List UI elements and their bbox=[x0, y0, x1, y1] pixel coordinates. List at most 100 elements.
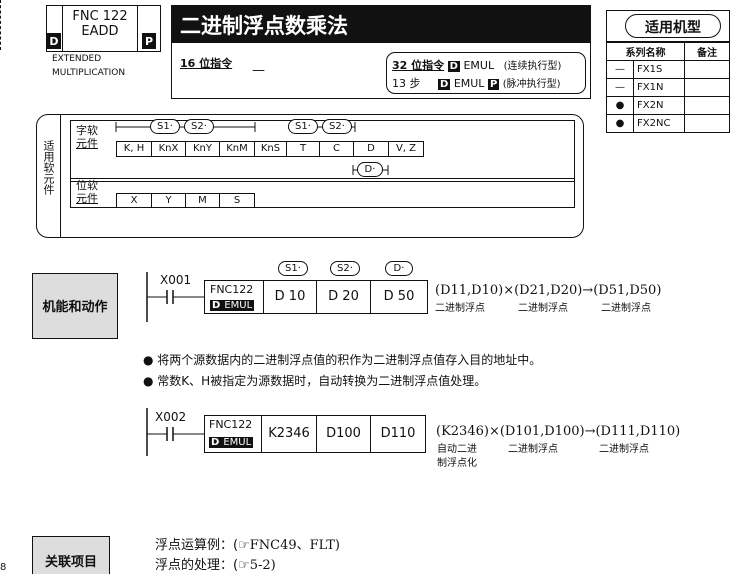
operand-s2-label: S2· bbox=[330, 261, 360, 276]
devices-panel bbox=[36, 114, 584, 238]
bullet-2: ● 常数K、H被指定为源数据时，自动转换为二进制浮点值处理。 bbox=[143, 372, 486, 389]
instr32-steps: 13 步 bbox=[392, 77, 421, 90]
func-section-label: 机能和动作 bbox=[42, 300, 108, 315]
model-note bbox=[684, 114, 730, 133]
word-cell: V, Z bbox=[388, 141, 424, 157]
instr32-name2: EMUL bbox=[453, 77, 485, 90]
func-section-label-box bbox=[32, 273, 118, 339]
formula-2-note-a1: 自动二进 bbox=[437, 444, 477, 455]
operand-box: D110 bbox=[370, 415, 426, 453]
fnc-label-2: FNC122 bbox=[209, 418, 253, 431]
instr32-name1: EMUL bbox=[463, 59, 495, 72]
related-prefix-2: 浮点的处理：( bbox=[155, 558, 239, 573]
page-title: 二进制浮点数乘法 bbox=[180, 14, 348, 38]
related-prefix-1: 浮点运算例：( bbox=[155, 538, 239, 553]
formula-2: (K2346)×(D101,D100)→(D111,D110) bbox=[436, 424, 681, 439]
left-d-tag: D bbox=[47, 33, 61, 49]
bullet-1: ● 将两个源数据内的二进制浮点值的积作为二进制浮点值存入目的地址中。 bbox=[143, 351, 541, 368]
word-label-1: 字软 bbox=[76, 124, 98, 137]
related-label-box bbox=[32, 536, 110, 574]
bit-cell: S bbox=[219, 193, 255, 208]
instr32-line1: 32 位指令 D EMUL (连续执行型) bbox=[392, 57, 561, 73]
related-ref-1[interactable]: FNC49、FLT) bbox=[249, 538, 340, 553]
formula-1: (D11,D10)×(D21,D20)→(D51,D50) bbox=[435, 283, 662, 298]
pointing-hand-icon: ☞ bbox=[238, 558, 250, 573]
formula-2-note-b: 二进制浮点 bbox=[508, 444, 558, 455]
formula-2-note-a2: 制浮点化 bbox=[437, 458, 477, 469]
instr32-line2: 13 步 D EMUL P (脉冲执行型) bbox=[392, 75, 561, 91]
operand-box: D 10 bbox=[263, 280, 317, 314]
operand-s1-right: S1· bbox=[288, 119, 318, 134]
word-cell: C bbox=[319, 141, 354, 157]
word-label-2: 元件 bbox=[76, 137, 98, 150]
bit-label-1: 位软 bbox=[76, 179, 98, 192]
models-header-row: 系列名称 备注 bbox=[606, 42, 730, 61]
mnemonic: EADD bbox=[81, 24, 119, 39]
formula-2-note-c: 二进制浮点 bbox=[599, 444, 649, 455]
operand-box: D 50 bbox=[370, 280, 428, 314]
title-box bbox=[171, 5, 591, 99]
instr32-p-tag: P bbox=[487, 79, 500, 90]
operand-d: D· bbox=[357, 162, 383, 177]
models-title-pill bbox=[625, 14, 721, 38]
pointing-hand-icon: ☞ bbox=[238, 538, 250, 553]
devices-side-divider bbox=[60, 114, 61, 238]
model-name: FX2NC bbox=[633, 114, 685, 133]
table-row: ● FX2NC bbox=[606, 114, 730, 133]
operand-s1-top: S1· bbox=[150, 119, 180, 134]
instr32-mode2: (脉冲执行型) bbox=[502, 79, 561, 90]
operand-s1-label: S1· bbox=[278, 261, 308, 276]
bit-label-2: 元件 bbox=[76, 192, 98, 205]
fnc-name: EMUL bbox=[222, 300, 255, 311]
bullet-text: 常数K、H被指定为源数据时，自动转换为二进制浮点值处理。 bbox=[157, 374, 487, 388]
operand-box: D100 bbox=[316, 415, 371, 453]
instr32-mode1: (连续执行型) bbox=[503, 61, 562, 72]
header-dashed-edge bbox=[0, 0, 7, 50]
instr16-value: — bbox=[252, 63, 265, 78]
bullet-dot: ● bbox=[143, 353, 158, 367]
instr32-d-tag-2: D bbox=[438, 79, 451, 90]
fnc-name-2: EMUL bbox=[221, 437, 254, 448]
word-cell: KnY bbox=[185, 141, 220, 157]
word-cell: KnX bbox=[151, 141, 186, 157]
related-line-1: 浮点运算例：(☞FNC49、FLT) bbox=[155, 534, 340, 553]
formula-1-note-a: 二进制浮点 bbox=[435, 303, 485, 314]
page-number: 8 bbox=[0, 562, 7, 573]
word-devices-label: 字软 元件 bbox=[76, 124, 98, 150]
page-title-bar bbox=[172, 6, 590, 43]
related-label: 关联项目 bbox=[44, 555, 97, 570]
table-row: — FX1N bbox=[606, 78, 730, 97]
subtitle-extended: EXTENDED bbox=[52, 54, 102, 64]
operand-d-label: D· bbox=[385, 261, 413, 276]
word-devices-frame bbox=[70, 120, 575, 182]
related-ref-2[interactable]: 5-2) bbox=[249, 558, 276, 573]
related-line-2: 浮点的处理：(☞5-2) bbox=[155, 554, 276, 573]
contact-x002: X002 bbox=[155, 410, 187, 424]
subtitle-multiplication: MULTIPLICATION bbox=[52, 68, 126, 78]
instr32-box bbox=[386, 52, 586, 94]
operand-box: K2346 bbox=[261, 415, 317, 453]
word-cell: D bbox=[353, 141, 389, 157]
right-p-tag: P bbox=[142, 33, 156, 49]
instr32-d-tag: D bbox=[447, 61, 460, 72]
devices-side-label: 适用软元件 bbox=[42, 140, 55, 195]
instr16-label: 16 位指令 bbox=[180, 57, 233, 70]
bit-devices-label: 位软 元件 bbox=[76, 179, 98, 205]
table-row: ● FX2N bbox=[606, 96, 730, 115]
operand-s2-right: S2· bbox=[322, 119, 352, 134]
bit-devices-frame bbox=[70, 178, 575, 208]
bullet-text: 将两个源数据内的二进制浮点值的积作为二进制浮点值存入目的地址中。 bbox=[157, 353, 542, 367]
instr32-label: 32 位指令 bbox=[392, 59, 445, 72]
fnc-d-tag: D bbox=[210, 300, 223, 311]
operand-box: D 20 bbox=[316, 280, 371, 314]
fnc-label: FNC122 bbox=[210, 283, 254, 296]
fnc-code: FNC 122 bbox=[72, 9, 128, 24]
formula-1-note-b: 二进制浮点 bbox=[518, 303, 568, 314]
fnc-inner-box bbox=[62, 5, 138, 52]
models-title: 适用机型 bbox=[645, 20, 701, 36]
formula-1-note-c: 二进制浮点 bbox=[601, 303, 651, 314]
models-table: 系列名称 备注 — FX1S — FX1N ● FX2N ● FX2NC bbox=[606, 42, 730, 133]
